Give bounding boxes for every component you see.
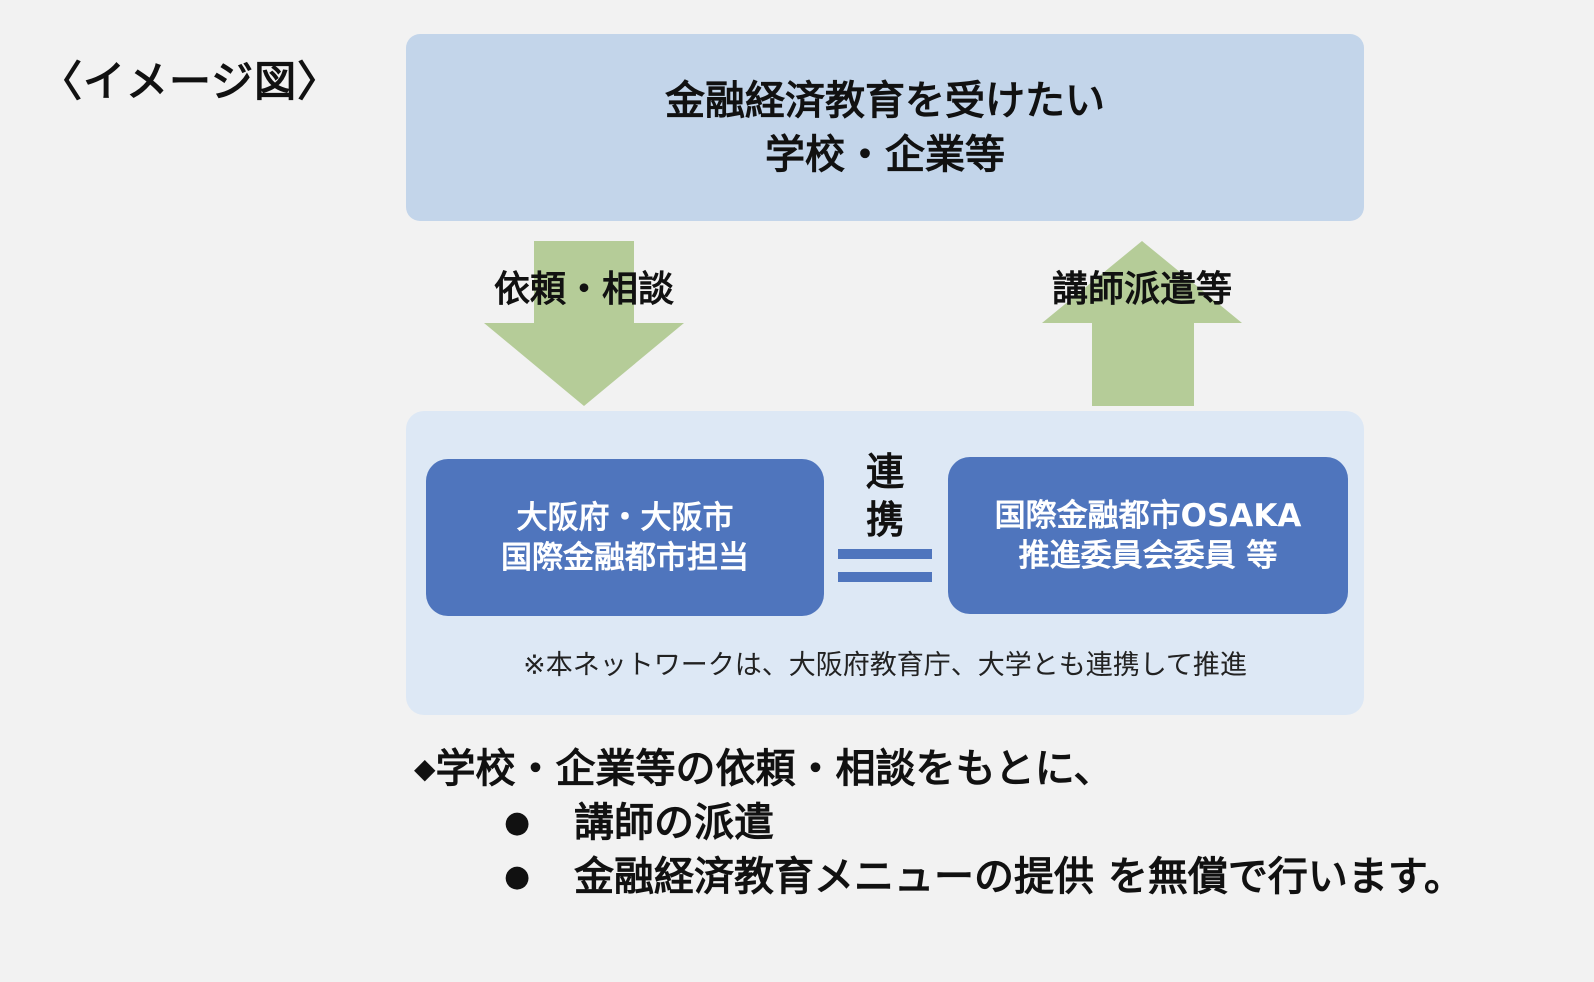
osaka-gov-line1: 大阪府・大阪市 [516, 499, 734, 536]
cooperation-char1: 連 [865, 450, 904, 494]
image-label: 〈イメージ図〉 [40, 57, 341, 106]
summary-list: ◆学校・企業等の依頼・相談をもとに、 ● 講師の派遣 ● 金融経済教育メニューの… [414, 742, 1584, 904]
dot-bullet-icon: ● [504, 805, 531, 840]
committee-box: 国際金融都市OSAKA 推進委員会委員 等 [948, 457, 1348, 614]
schools-companies-line2: 学校・企業等 [765, 131, 1005, 178]
summary-lead-text: 学校・企業等の依頼・相談をもとに、 [435, 746, 1114, 792]
equals-bar-top [838, 549, 932, 559]
committee-line2: 推進委員会委員 等 [1018, 537, 1278, 574]
committee-line1: 国際金融都市OSAKA [994, 497, 1302, 534]
request-consult-label: 依頼・相談 [494, 269, 675, 310]
list-item-text: 金融経済教育メニューの提供 を無償で行います。 [574, 854, 1464, 900]
cooperation-label: 連 携 [862, 448, 908, 544]
dispatch-lecturer-label: 講師派遣等 [1052, 269, 1233, 310]
list-item: ● 金融経済教育メニューの提供 を無償で行います。 [414, 850, 1584, 904]
schools-companies-line1: 金融経済教育を受けたい [665, 77, 1105, 124]
network-note: ※本ネットワークは、大阪府教育庁、大学とも連携して推進 [523, 650, 1247, 681]
equals-bar-bottom [838, 572, 932, 582]
diamond-bullet-icon: ◆ [414, 752, 436, 785]
schools-companies-box: 金融経済教育を受けたい 学校・企業等 [406, 34, 1364, 221]
list-item-text: 講師の派遣 [574, 800, 774, 846]
list-item: ● 講師の派遣 [414, 796, 1584, 850]
summary-lead: ◆学校・企業等の依頼・相談をもとに、 [414, 742, 1584, 796]
dot-bullet-icon: ● [504, 859, 531, 894]
up-arrow [1042, 241, 1242, 406]
cooperation-char2: 携 [865, 498, 904, 542]
down-arrow [484, 241, 684, 406]
osaka-gov-box: 大阪府・大阪市 国際金融都市担当 [426, 459, 824, 616]
osaka-gov-line2: 国際金融都市担当 [501, 539, 749, 576]
